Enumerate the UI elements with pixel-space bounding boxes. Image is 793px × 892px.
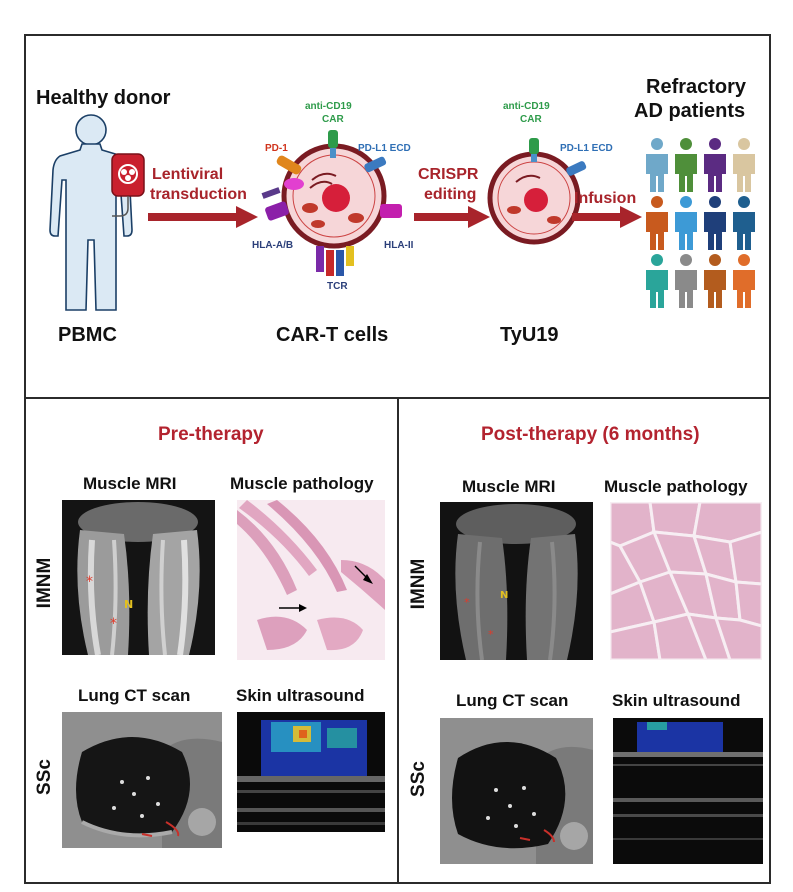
post-imnm-label: IMNM <box>408 558 429 610</box>
pd-l1-ecd-label: PD-L1 ECD <box>358 143 411 154</box>
pre-ssc-label: SSc <box>34 759 55 795</box>
patient-icon <box>675 254 697 308</box>
patient-icon <box>704 254 726 308</box>
lentiviral-label: Lentiviral <box>152 166 224 183</box>
patient-icon <box>646 196 668 250</box>
pre-ultrasound-label: Skin ultrasound <box>236 686 365 705</box>
pre-therapy-title: Pre-therapy <box>158 424 264 445</box>
patient-icon <box>646 138 668 192</box>
pbmc-label: PBMC <box>58 324 117 346</box>
patient-icon <box>733 138 755 192</box>
tyu19-cell-diagram <box>487 138 587 245</box>
svg-text:N: N <box>500 590 508 601</box>
svg-text:*: * <box>86 574 93 590</box>
car-t-cells-label: CAR-T cells <box>276 324 389 346</box>
post-ssc-label: SSc <box>408 761 429 797</box>
pre-pathology-image <box>237 500 385 660</box>
post-ct-label: Lung CT scan <box>456 691 569 710</box>
pre-mri-image: * * N <box>62 500 215 655</box>
infusion-label: Infusion <box>574 190 637 207</box>
post-pathology-label: Muscle pathology <box>604 477 748 496</box>
pd-l1-ecd-label-tyu19: PD-L1 ECD <box>560 143 613 154</box>
car-t-cell-diagram <box>261 130 402 276</box>
anti-cd19-label: anti-CD19 <box>305 101 352 112</box>
pre-imnm-label: IMNM <box>34 557 55 609</box>
pre-ct-label: Lung CT scan <box>78 686 191 705</box>
tyu19-label: TyU19 <box>500 324 559 346</box>
patient-icon <box>675 196 697 250</box>
patient-icon <box>733 196 755 250</box>
refractory-label: Refractory <box>646 76 747 98</box>
pre-pathology-label: Muscle pathology <box>230 474 374 493</box>
svg-text:*: * <box>464 596 470 609</box>
post-therapy-panel-frame <box>397 397 771 884</box>
svg-text:*: * <box>110 616 117 632</box>
patient-icon <box>675 138 697 192</box>
pre-mri-label: Muscle MRI <box>83 474 177 493</box>
patient-icon <box>704 196 726 250</box>
post-pathology-image <box>610 502 762 660</box>
anti-cd19-label-tyu19: anti-CD19 <box>503 101 550 112</box>
blood-bag-icon <box>111 153 145 217</box>
patient-icon <box>704 138 726 192</box>
svg-text:N: N <box>124 598 133 611</box>
post-therapy-title: Post-therapy (6 months) <box>481 424 700 445</box>
editing-label: editing <box>424 186 477 203</box>
patients-group-icon <box>646 138 755 308</box>
ad-patients-label: AD patients <box>634 100 746 122</box>
tcr-label: TCR <box>327 281 348 292</box>
transduction-label: transduction <box>150 186 247 203</box>
post-mri-image: * * N <box>440 502 593 660</box>
transduction-arrow <box>148 206 258 228</box>
hla-ii-label: HLA-II <box>384 240 414 251</box>
healthy-donor-label: Healthy donor <box>36 87 171 109</box>
patient-icon <box>646 254 668 308</box>
patient-icon <box>733 254 755 308</box>
pre-ct-image <box>62 712 222 848</box>
hla-ab-label: HLA-A/B <box>252 240 294 251</box>
car-label-tyu19: CAR <box>520 114 542 125</box>
svg-text:*: * <box>488 628 494 641</box>
post-ultrasound-label: Skin ultrasound <box>612 691 741 710</box>
post-ultrasound-image <box>613 718 763 864</box>
crispr-arrow <box>414 206 490 228</box>
infusion-arrow <box>572 206 642 228</box>
car-label: CAR <box>322 114 344 125</box>
crispr-label: CRISPR <box>418 166 479 183</box>
post-mri-label: Muscle MRI <box>462 477 556 496</box>
post-ct-image <box>440 718 593 864</box>
pre-ultrasound-image <box>237 712 385 832</box>
pd1-label: PD-1 <box>265 143 288 154</box>
